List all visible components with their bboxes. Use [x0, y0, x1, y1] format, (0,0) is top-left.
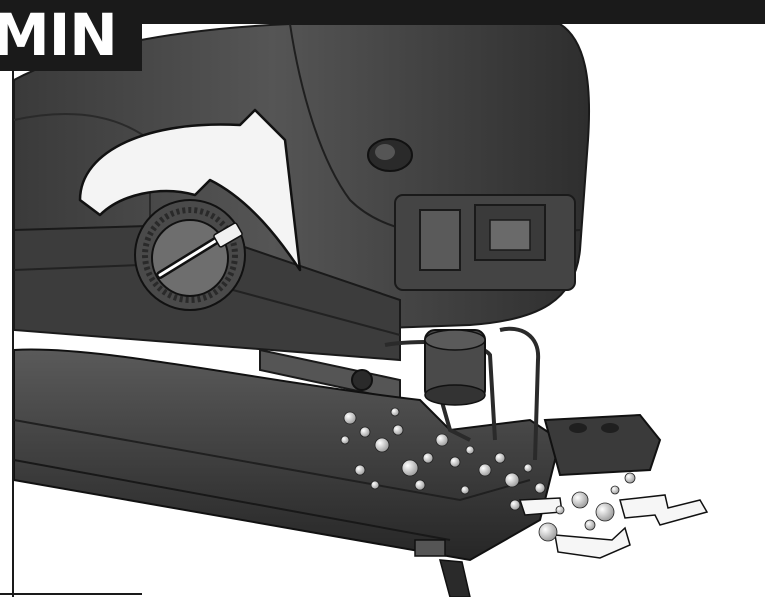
left-border-rule — [12, 71, 14, 597]
section-tab: MIN — [0, 0, 142, 71]
base-plate — [13, 348, 662, 597]
sawdust-chips — [518, 494, 709, 559]
sawdust-particles — [340, 407, 636, 542]
selector-dial — [134, 199, 246, 311]
blade-clamp — [394, 194, 576, 291]
rotation-arrow-icon — [78, 108, 302, 272]
section-title: MIN — [0, 1, 118, 69]
bottom-border-rule — [0, 593, 142, 595]
blade-holder — [424, 329, 486, 406]
